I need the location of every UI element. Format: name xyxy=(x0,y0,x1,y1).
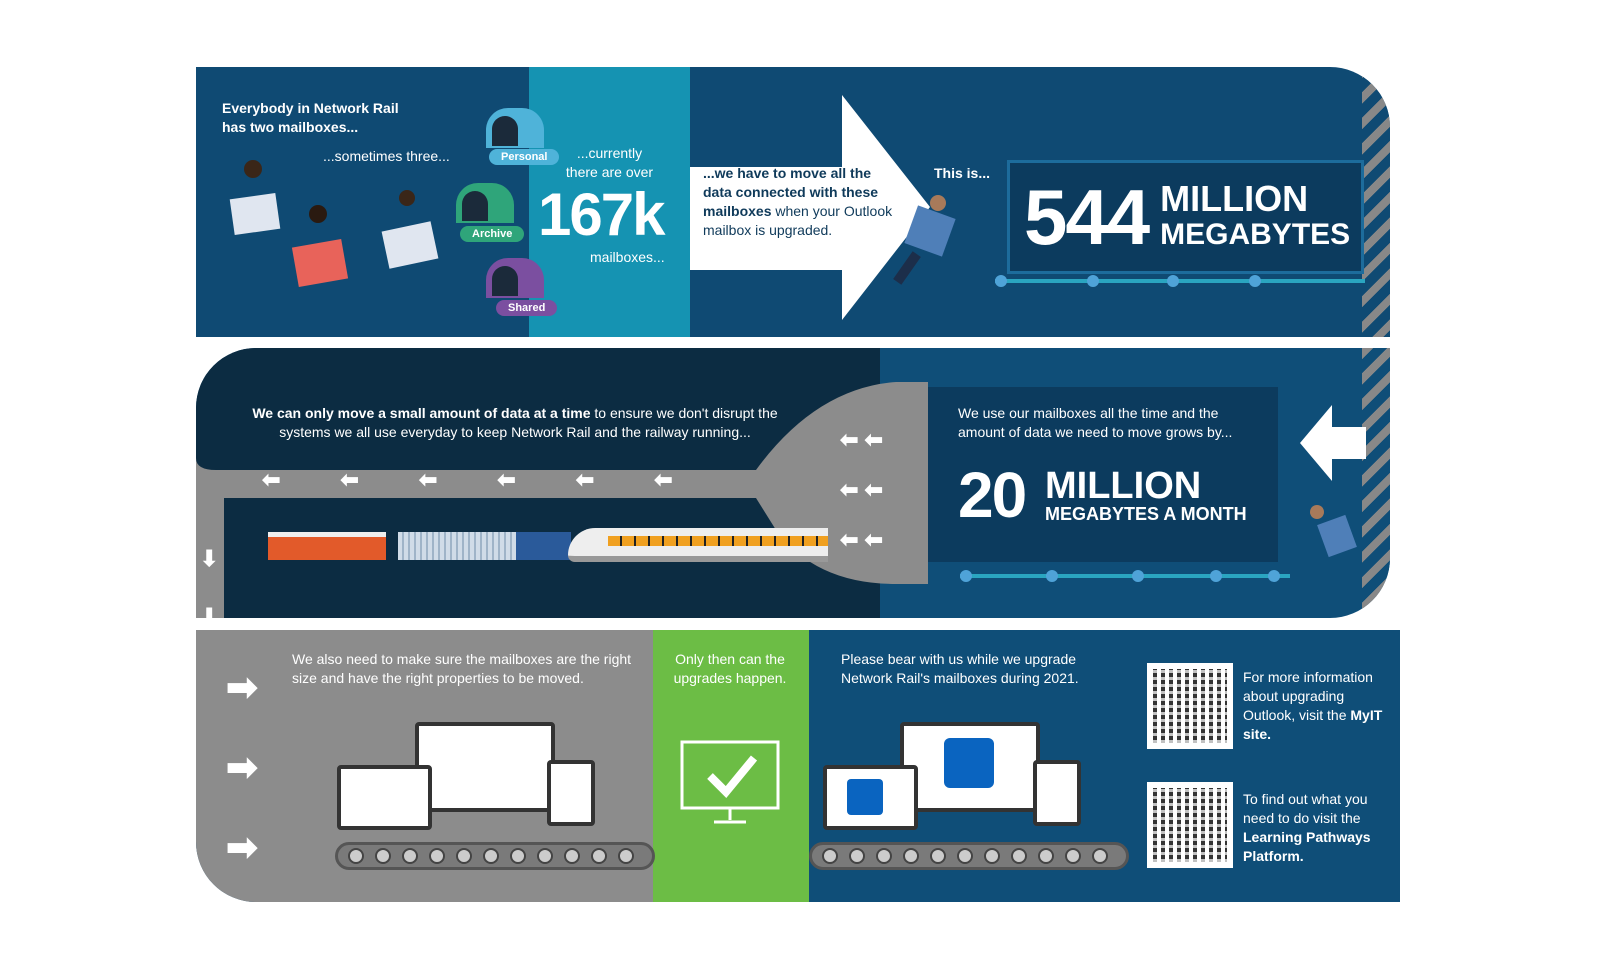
outlook-tablet-illustration xyxy=(1033,760,1081,826)
outlook-logo-icon xyxy=(944,738,994,788)
big-number: 544 xyxy=(1024,172,1150,261)
outlook-logo-icon xyxy=(847,779,883,815)
outlook-laptop-illustration xyxy=(823,765,918,830)
connector-line xyxy=(995,275,1365,287)
myit-qr-code[interactable] xyxy=(1147,663,1233,749)
qr1-text: For more information about upgrading Out… xyxy=(1243,669,1373,723)
move-text-bold: ...we have to move all the data connecte… xyxy=(703,165,879,219)
myit-site-link[interactable]: MyIT site. xyxy=(1243,707,1383,742)
size-text: We also need to make sure the mailboxes … xyxy=(292,651,632,686)
grow-number: 20 xyxy=(958,459,1027,531)
stripe-border xyxy=(1362,67,1390,337)
shared-label: Shared xyxy=(496,300,558,316)
archive-mailbox-icon xyxy=(456,183,514,223)
sometimes-text: ...sometimes three... xyxy=(323,148,450,164)
this-is-text: This is... xyxy=(934,165,991,181)
grow-text: We use our mailboxes all the time and th… xyxy=(958,405,1233,440)
mailboxes-label: mailboxes... xyxy=(590,249,665,265)
monitor-illustration xyxy=(415,722,555,812)
currently-text: ...currently xyxy=(576,145,643,161)
tablet-illustration xyxy=(547,760,595,826)
conveyor-belt xyxy=(335,842,655,870)
checkmark-monitor-icon xyxy=(680,740,780,824)
qr2-text: To find out what you need to do visit th… xyxy=(1243,791,1368,826)
learning-pathways-qr-code[interactable] xyxy=(1147,782,1233,868)
funnel-arrows: ⬅ ⬅⬅ ⬅⬅ ⬅ xyxy=(840,427,883,552)
right-arrows: ➡➡➡ xyxy=(226,667,258,869)
there-are-over-text: there are over xyxy=(565,164,654,180)
personal-label: Personal xyxy=(489,149,560,165)
data-funnel xyxy=(196,382,928,618)
train-illustration xyxy=(268,528,828,566)
big-unit-2: MEGABYTES xyxy=(1160,218,1351,251)
shared-mailbox-icon xyxy=(486,258,544,298)
person-illustration xyxy=(229,160,281,280)
learning-pathways-link[interactable]: Learning Pathways Platform. xyxy=(1243,829,1371,864)
teal-panel xyxy=(529,67,690,337)
big-arrow xyxy=(690,95,930,320)
only-text: to ensure we don't disrupt the systems w… xyxy=(279,405,778,440)
green-panel xyxy=(653,630,809,902)
intro-line-2: has two mailboxes... xyxy=(222,119,359,135)
big-number-box: 544 MILLION MEGABYTES xyxy=(1007,160,1364,274)
stripe-border xyxy=(1362,348,1390,618)
person-illustration xyxy=(291,205,349,325)
grow-unit-2: MEGABYTES A MONTH xyxy=(1045,504,1247,524)
conveyor-belt xyxy=(809,842,1129,870)
upgrades-text: Only then can the upgrades happen. xyxy=(673,651,787,686)
person-pulling-illustration xyxy=(1310,505,1360,585)
left-arrow-icon xyxy=(1300,405,1366,481)
intro-line-1: Everybody in Network Rail xyxy=(222,100,399,116)
down-arrows: ⬇⬇ xyxy=(200,546,219,629)
archive-label: Archive xyxy=(460,226,525,242)
big-unit-1: MILLION xyxy=(1160,178,1309,219)
personal-mailbox-icon xyxy=(486,108,544,148)
mailbox-count: 167k xyxy=(538,181,665,248)
grow-unit-1: MILLION xyxy=(1045,465,1202,507)
grow-box xyxy=(928,387,1278,562)
outlook-monitor-illustration xyxy=(900,722,1040,812)
left-arrows: ⬅⬅⬅⬅⬅⬅ xyxy=(262,467,733,492)
person-illustration xyxy=(381,190,439,310)
person-pushing-illustration xyxy=(880,195,970,285)
bear-text: Please bear with us while we upgrade Net… xyxy=(841,651,1079,686)
connector-line xyxy=(960,570,1290,582)
laptop-illustration xyxy=(337,765,432,830)
only-text-bold: We can only move a small amount of data … xyxy=(252,405,591,421)
move-text: when your Outlook mailbox is upgraded. xyxy=(703,203,893,238)
